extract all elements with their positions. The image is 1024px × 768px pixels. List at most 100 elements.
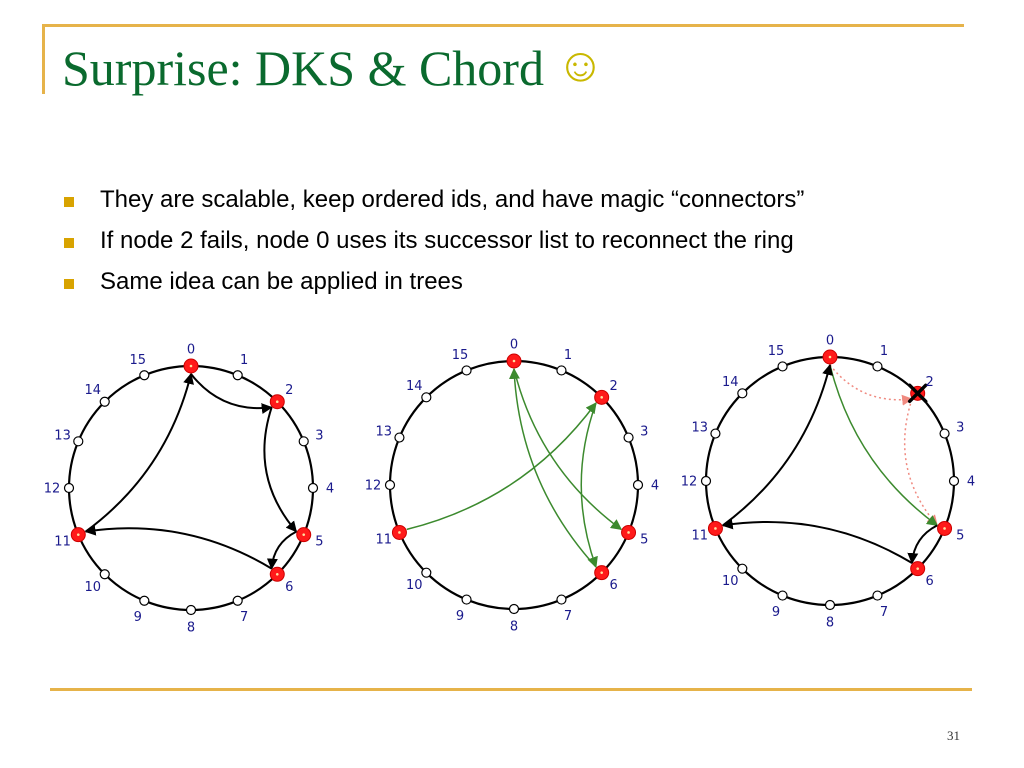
node-label-11: 11 [375, 532, 392, 547]
node-8 [185, 604, 197, 616]
node-10 [421, 567, 432, 578]
node-label-1: 1 [564, 348, 572, 363]
node-10 [99, 569, 110, 580]
node-3 [298, 436, 309, 447]
node-label-0: 0 [187, 343, 195, 358]
bullet-text: If node 2 fails, node 0 uses its success… [100, 227, 794, 254]
node-highlight [275, 572, 279, 576]
node-label-2: 2 [285, 383, 293, 398]
node-15 [777, 361, 788, 372]
node-highlight [600, 396, 603, 399]
edge-5-to-6 [266, 530, 297, 570]
node-label-0: 0 [826, 334, 834, 349]
node-9 [461, 594, 472, 605]
node-13 [394, 432, 405, 443]
bullet-item-trees: Same idea can be applied in trees [62, 268, 804, 309]
node-label-15: 15 [452, 348, 469, 363]
node-label-7: 7 [240, 610, 248, 625]
node-highlight [512, 359, 516, 363]
node-label-9: 9 [772, 605, 780, 620]
title-text: Surprise: DKS & Chord [62, 40, 544, 96]
node-highlight [627, 531, 630, 534]
square-bullet-icon [64, 238, 74, 248]
top-rule [42, 24, 964, 27]
node-label-6: 6 [285, 580, 293, 595]
edge-2-to-5 [263, 407, 298, 533]
node-3 [939, 428, 950, 439]
node-label-2: 2 [926, 375, 934, 390]
node-4 [632, 479, 644, 491]
node-label-3: 3 [315, 428, 323, 443]
edge-11-to-2 [406, 402, 597, 531]
node-label-13: 13 [375, 425, 392, 440]
node-8 [824, 599, 836, 611]
node-label-14: 14 [84, 383, 101, 398]
node-4 [307, 482, 319, 494]
node-label-6: 6 [610, 578, 618, 593]
node-9 [139, 595, 150, 606]
node-label-11: 11 [54, 535, 71, 550]
smiley-icon: ☺ [555, 39, 605, 92]
node-label-5: 5 [315, 535, 323, 550]
node-15 [461, 365, 472, 376]
node-label-12: 12 [365, 479, 382, 494]
node-1 [556, 365, 567, 376]
failed-node-cross-icon [907, 383, 928, 404]
bullet-text: They are scalable, keep ordered ids, and… [100, 186, 805, 213]
node-15 [139, 370, 150, 381]
node-highlight [76, 533, 80, 536]
bullet-item-node-failure: If node 2 fails, node 0 uses its success… [62, 227, 804, 268]
node-13 [73, 436, 84, 447]
node-13 [710, 428, 721, 439]
node-label-10: 10 [84, 580, 101, 595]
node-label-7: 7 [880, 605, 888, 620]
square-bullet-icon [64, 279, 74, 289]
node-1 [232, 370, 243, 381]
node-14 [99, 396, 110, 407]
node-highlight [943, 527, 946, 530]
edge-11-to-0 [85, 372, 194, 533]
slide-title: Surprise: DKS & Chord☺ [62, 39, 605, 96]
edge-0-to-2 [829, 364, 914, 406]
edge-5-to-6 [907, 524, 938, 565]
node-label-15: 15 [130, 353, 147, 368]
node-label-8: 8 [510, 620, 518, 635]
ring-diagrams: 0123456789101112131415012345678910111213… [44, 334, 975, 636]
node-label-14: 14 [406, 379, 423, 394]
node-highlight [828, 355, 832, 359]
node-7 [232, 595, 243, 606]
edge-0-to-5 [829, 364, 939, 527]
node-label-13: 13 [54, 428, 71, 443]
node-label-10: 10 [406, 578, 423, 593]
node-label-2: 2 [610, 379, 618, 394]
node-label-9: 9 [134, 610, 142, 625]
edge-6-to-11 [84, 524, 273, 570]
node-3 [623, 432, 634, 443]
edge-0-to-2 [190, 373, 273, 415]
node-label-5: 5 [956, 528, 964, 543]
node-label-1: 1 [240, 353, 248, 368]
node-highlight [398, 531, 401, 534]
node-label-6: 6 [926, 574, 934, 589]
node-12 [700, 475, 712, 487]
node-highlight [189, 364, 193, 368]
node-label-3: 3 [640, 425, 648, 440]
side-rule [42, 24, 45, 94]
node-highlight [916, 567, 919, 570]
node-9 [777, 590, 788, 601]
edge-6-to-0 [508, 367, 597, 568]
node-label-11: 11 [691, 528, 708, 543]
node-12 [63, 482, 75, 494]
node-4 [948, 475, 960, 487]
bullet-text: Same idea can be applied in trees [100, 268, 463, 295]
node-highlight [714, 527, 717, 530]
node-7 [556, 594, 567, 605]
node-label-10: 10 [722, 574, 739, 589]
node-highlight [275, 400, 279, 404]
node-14 [737, 388, 748, 399]
bullet-item-scalable: They are scalable, keep ordered ids, and… [62, 186, 804, 227]
node-1 [872, 361, 883, 372]
node-highlight [302, 533, 306, 536]
